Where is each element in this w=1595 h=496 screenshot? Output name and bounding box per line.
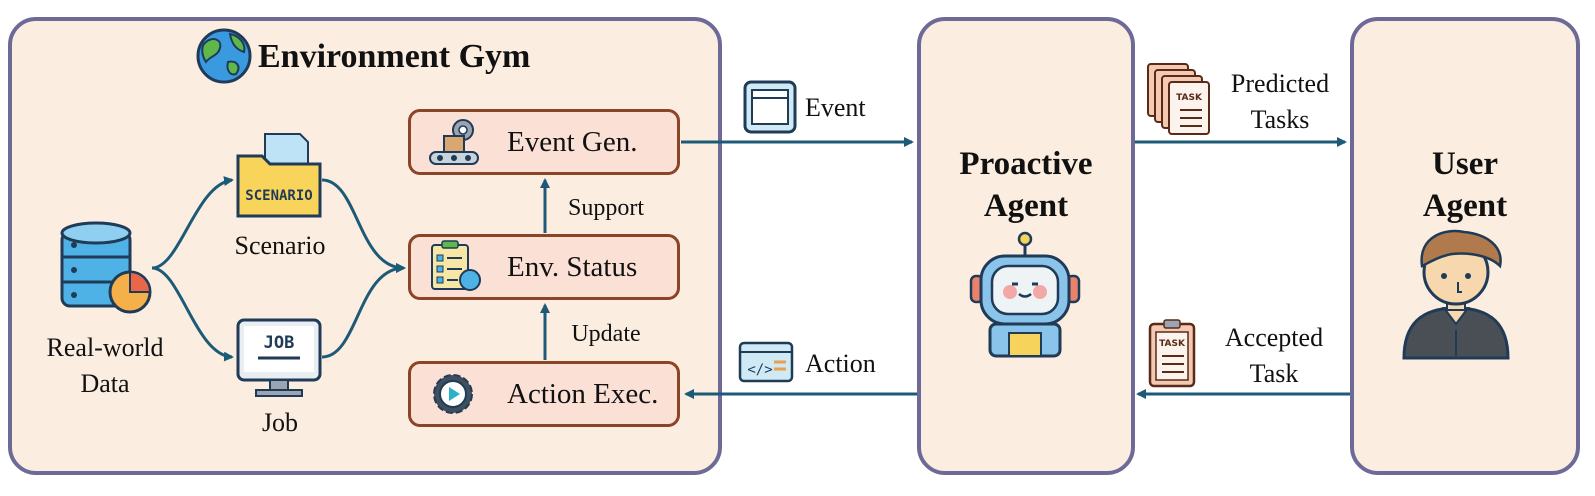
accepted-task-label: Accepted Task bbox=[1206, 320, 1342, 392]
proactive-agent-title: Proactive Agent bbox=[917, 143, 1135, 227]
job-label: Job bbox=[261, 408, 299, 437]
support-label: Support bbox=[567, 195, 644, 221]
earth-icon bbox=[196, 28, 252, 84]
task-clipboard-icon: TASK bbox=[1148, 319, 1196, 388]
conveyor-gear-icon bbox=[429, 119, 479, 165]
data-to-scenario-arrow bbox=[151, 176, 234, 270]
scenario-folder-icon: SCENARIO bbox=[236, 133, 322, 218]
user-agent-title: User Agent bbox=[1350, 143, 1580, 227]
code-window-icon: </> bbox=[738, 341, 794, 383]
database-icon bbox=[60, 221, 152, 314]
action-label: Action bbox=[805, 349, 876, 378]
svg-text:JOB: JOB bbox=[264, 333, 295, 353]
real-world-data-label: Real-world Data bbox=[30, 330, 180, 402]
user-agent-title-line-2: Agent bbox=[1422, 188, 1508, 224]
accepted-task-line-2: Task bbox=[1249, 359, 1299, 388]
predicted-tasks-line-1: Predicted bbox=[1230, 69, 1330, 98]
environment-gym-title: Environment Gym bbox=[258, 38, 531, 75]
job-to-env-status-arrow bbox=[321, 263, 406, 359]
update-label: Update bbox=[571, 321, 641, 347]
svg-text:SCENARIO: SCENARIO bbox=[245, 188, 312, 204]
user-agent-title-line-1: User bbox=[1432, 146, 1498, 182]
checklist-icon bbox=[431, 240, 481, 291]
task-stack-icon: TASK bbox=[1147, 63, 1210, 135]
scenario-label: Scenario bbox=[234, 231, 326, 260]
scenario-to-env-status-arrow bbox=[321, 178, 406, 273]
svg-text:TASK: TASK bbox=[1176, 93, 1203, 103]
event-gen-label: Event Gen. bbox=[507, 125, 638, 158]
predicted-tasks-label: Predicted Tasks bbox=[1212, 66, 1348, 138]
event-window-icon bbox=[743, 80, 797, 134]
accepted-task-line-1: Accepted bbox=[1224, 323, 1324, 352]
real-world-data-line-1: Real-world bbox=[46, 333, 164, 362]
play-gear-icon bbox=[433, 374, 473, 414]
predicted-tasks-line-2: Tasks bbox=[1250, 105, 1310, 134]
real-world-data-line-2: Data bbox=[80, 369, 130, 398]
user-icon bbox=[1402, 229, 1510, 360]
proactive-agent-title-line-2: Agent bbox=[983, 188, 1069, 224]
action-exec-label: Action Exec. bbox=[507, 377, 659, 410]
data-to-job-arrow bbox=[151, 266, 234, 362]
svg-text:</>: </> bbox=[747, 362, 772, 378]
proactive-agent-title-line-1: Proactive bbox=[959, 146, 1093, 182]
job-monitor-icon: JOB bbox=[236, 318, 322, 397]
env-status-label: Env. Status bbox=[507, 250, 638, 283]
robot-icon bbox=[969, 231, 1081, 358]
event-label: Event bbox=[805, 93, 866, 122]
svg-text:TASK: TASK bbox=[1159, 339, 1186, 349]
